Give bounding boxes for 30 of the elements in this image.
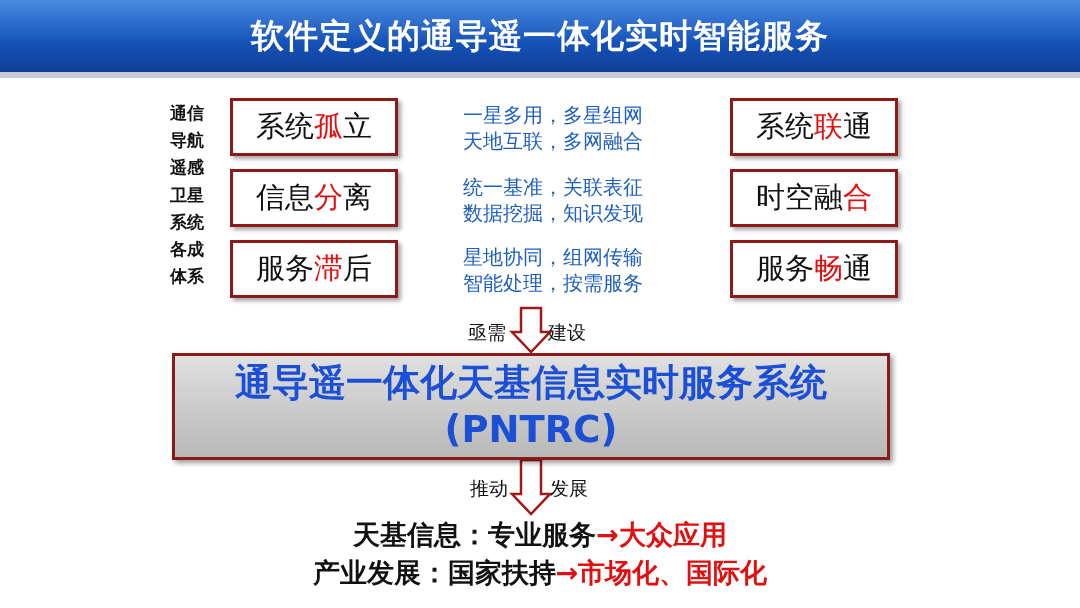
box-text: 服务滞后 [256, 250, 372, 287]
block-arrow [509, 458, 553, 516]
description-text: 一星多用，多星组网 [463, 102, 643, 129]
arrow-caption: 亟需 [468, 320, 506, 345]
arrow-caption: 发展 [550, 476, 588, 501]
label-box [230, 240, 398, 298]
arrow-caption: 推动 [470, 476, 508, 501]
box-text: 系统联通 [756, 108, 872, 145]
label-box [230, 98, 398, 156]
side-label: 通信导航遥感卫星系统各成体系 [170, 102, 204, 289]
system-box [172, 353, 890, 460]
description-text: 智能处理，按需服务 [463, 270, 643, 297]
description-text: 星地协同，组网传输 [463, 244, 643, 271]
box-text: 系统孤立 [256, 108, 372, 145]
box-text: 通导遥一体化天基信息实时服务系统 (PNTRC) [234, 360, 828, 453]
description-text: 数据挖掘，知识发现 [463, 200, 643, 227]
description-text: 统一基准，关联表征 [463, 174, 643, 201]
statement-text: 产业发展：国家扶持→市场化、国际化 [240, 553, 840, 593]
label-box [730, 240, 898, 298]
description-text: 天地互联，多网融合 [463, 128, 643, 155]
box-text: 信息分离 [256, 179, 372, 216]
block-arrow [509, 306, 553, 354]
label-box [730, 169, 898, 227]
arrow-caption: 建设 [548, 320, 586, 345]
label-box [730, 98, 898, 156]
title: 软件定义的通导遥一体化实时智能服务 [251, 14, 829, 57]
box-text: 服务畅通 [756, 250, 872, 287]
box-text: 时空融合 [756, 179, 872, 216]
label-box [230, 169, 398, 227]
statement-text: 天基信息：专业服务→大众应用 [240, 515, 840, 555]
